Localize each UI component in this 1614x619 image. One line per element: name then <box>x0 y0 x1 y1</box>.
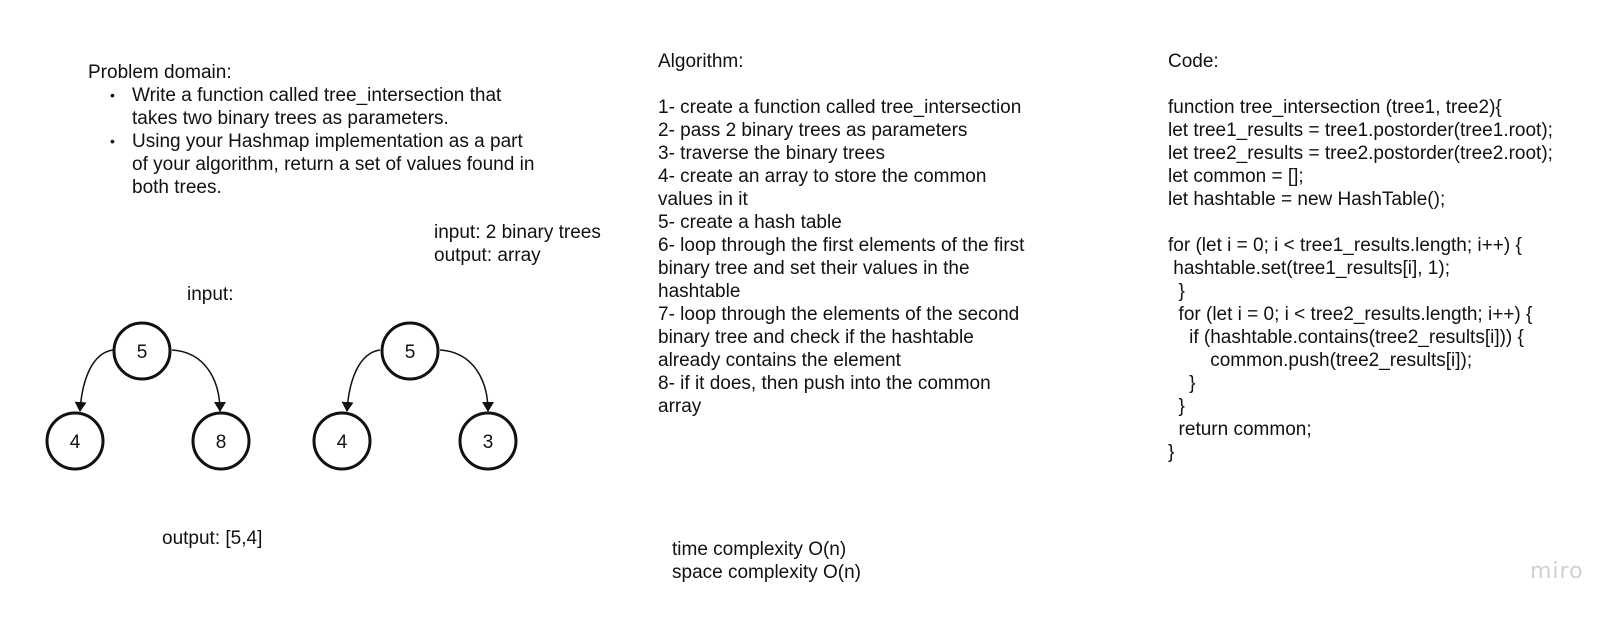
code-section: Code: function tree_intersection (tree1,… <box>1168 50 1553 464</box>
code-line: common.push(tree2_results[i]); <box>1168 350 1473 371</box>
tree2-left-value: 4 <box>337 432 348 453</box>
io-spec: input: 2 binary trees output: array <box>434 221 601 267</box>
spacer <box>1168 73 1553 96</box>
code-line: return common; <box>1168 419 1312 440</box>
tree2-root-node: 5 <box>380 321 440 381</box>
example-input-label: input: <box>187 284 234 305</box>
algorithm-step: values in it <box>658 189 748 210</box>
tree1-left-value: 4 <box>70 432 81 453</box>
algorithm-step: 8- if it does, then push into the common <box>658 373 991 394</box>
code-line: function tree_intersection (tree1, tree2… <box>1168 97 1502 118</box>
algorithm-step: already contains the element <box>658 350 901 371</box>
spacer <box>658 73 1024 96</box>
code-line: let hashtable = new HashTable(); <box>1168 189 1446 210</box>
time-complexity: time complexity O(n) <box>672 539 847 560</box>
tree1-root-value: 5 <box>137 342 148 363</box>
algorithm-step: 3- traverse the binary trees <box>658 143 886 164</box>
tree1-right-node: 8 <box>191 411 251 471</box>
space-complexity: space complexity O(n) <box>672 562 862 583</box>
code-line: } <box>1168 396 1185 417</box>
code-line: let tree1_results = tree1.postorder(tree… <box>1168 120 1553 141</box>
example-output-label: output: [5,4] <box>162 528 263 549</box>
algorithm-step: array <box>658 396 702 417</box>
bullet-line: Using your Hashmap implementation as a p… <box>132 131 523 152</box>
code-line: } <box>1168 281 1185 302</box>
tree1-right-edge <box>171 349 226 412</box>
algorithm-step: 6- loop through the first elements of th… <box>658 235 1025 256</box>
problem-bullets: Write a function called tree_intersectio… <box>88 84 568 199</box>
code-line: } <box>1168 442 1175 463</box>
algorithm-step: 2- pass 2 binary trees as parameters <box>658 120 968 141</box>
code-title: Code: <box>1168 51 1219 72</box>
tree2-right-node: 3 <box>458 411 518 471</box>
code-line: let tree2_results = tree2.postorder(tree… <box>1168 143 1553 164</box>
problem-bullet-1: Write a function called tree_intersectio… <box>88 84 568 130</box>
algorithm-step: 1- create a function called tree_interse… <box>658 97 1022 118</box>
algorithm-section: Algorithm: 1- create a function called t… <box>658 50 1024 418</box>
tree1-right-value: 8 <box>216 432 227 453</box>
tree1-left-node: 4 <box>45 411 105 471</box>
algorithm-title: Algorithm: <box>658 51 744 72</box>
code-line: for (let i = 0; i < tree1_results.length… <box>1168 235 1522 256</box>
tree1-left-edge <box>74 349 114 412</box>
bullet-line: takes two binary trees as parameters. <box>132 108 449 129</box>
problem-domain-title: Problem domain: <box>88 62 232 83</box>
algorithm-step: binary tree and check if the hashtable <box>658 327 974 348</box>
algorithm-step: hashtable <box>658 281 741 302</box>
code-line: } <box>1168 373 1196 394</box>
bullet-line: of your algorithm, return a set of value… <box>132 154 535 175</box>
tree2-left-node: 4 <box>312 411 372 471</box>
algorithm-step: 7- loop through the elements of the seco… <box>658 304 1020 325</box>
bullet-line: Write a function called tree_intersectio… <box>132 85 502 106</box>
code-line: if (hashtable.contains(tree2_results[i])… <box>1168 327 1524 348</box>
tree2-left-edge <box>341 349 381 412</box>
tree2-right-value: 3 <box>483 432 494 453</box>
code-line: for (let i = 0; i < tree2_results.length… <box>1168 304 1533 325</box>
algorithm-step: binary tree and set their values in the <box>658 258 970 279</box>
code-line: hashtable.set(tree1_results[i], 1); <box>1168 258 1450 279</box>
problem-bullet-2: Using your Hashmap implementation as a p… <box>88 130 568 199</box>
tree2-root-value: 5 <box>405 342 416 363</box>
problem-domain-section: Problem domain: Write a function called … <box>88 61 568 199</box>
code-line: let common = []; <box>1168 166 1304 187</box>
bullet-line: both trees. <box>132 177 222 198</box>
io-input-text: input: 2 binary trees <box>434 222 601 243</box>
complexity-section: time complexity O(n) space complexity O(… <box>672 538 861 584</box>
tree1-root-node: 5 <box>112 321 172 381</box>
miro-watermark-logo: miro <box>1530 559 1584 584</box>
algorithm-step: 4- create an array to store the common <box>658 166 987 187</box>
code-line <box>1168 211 1553 234</box>
io-output-text: output: array <box>434 245 541 266</box>
algorithm-step: 5- create a hash table <box>658 212 842 233</box>
tree2-right-edge <box>439 349 494 412</box>
